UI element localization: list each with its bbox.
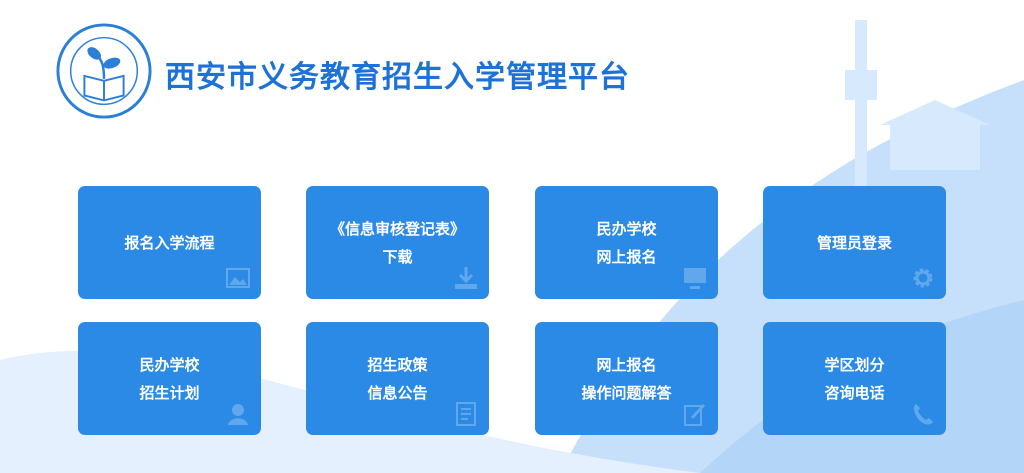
page-title: 西安市义务教育招生入学管理平台: [165, 60, 630, 95]
tile-3[interactable]: 民办学校网上报名: [535, 186, 718, 299]
tile-label: 招生计划: [139, 383, 200, 402]
tile-label: 报名入学流程: [124, 233, 215, 252]
tile-label: 管理员登录: [816, 233, 892, 252]
user-location-icon: [228, 404, 248, 425]
tile-label: 网上报名: [596, 247, 657, 266]
download-icon: [455, 267, 477, 289]
tile-label: 《信息审核登记表》: [329, 219, 465, 238]
education-logo: [56, 23, 152, 119]
tile-4[interactable]: 管理员登录: [763, 186, 946, 299]
monitor-icon: [684, 268, 706, 289]
tile-label: 网上报名: [596, 355, 657, 374]
tile-2[interactable]: 《信息审核登记表》下载: [306, 186, 489, 299]
tile-label: 操作问题解答: [581, 383, 672, 402]
tile-label: 民办学校: [139, 355, 200, 374]
edit-icon: [684, 403, 706, 426]
document-icon: [456, 402, 476, 426]
tile-label: 民办学校: [596, 219, 657, 238]
tile-label: 信息公告: [367, 383, 428, 402]
gear-icon: [913, 268, 933, 288]
tile-6[interactable]: 招生政策信息公告: [306, 322, 489, 435]
tile-label: 招生政策: [367, 355, 428, 374]
image-icon: [226, 268, 250, 288]
phone-icon: [913, 404, 933, 425]
tile-7[interactable]: 网上报名操作问题解答: [535, 322, 718, 435]
tile-label: 学区划分: [824, 355, 885, 374]
tile-label: 下载: [382, 247, 413, 266]
tile-1[interactable]: 报名入学流程: [78, 186, 261, 299]
tile-8[interactable]: 学区划分咨询电话: [763, 322, 946, 435]
tile-label: 咨询电话: [824, 383, 885, 402]
tile-5[interactable]: 民办学校招生计划: [78, 322, 261, 435]
